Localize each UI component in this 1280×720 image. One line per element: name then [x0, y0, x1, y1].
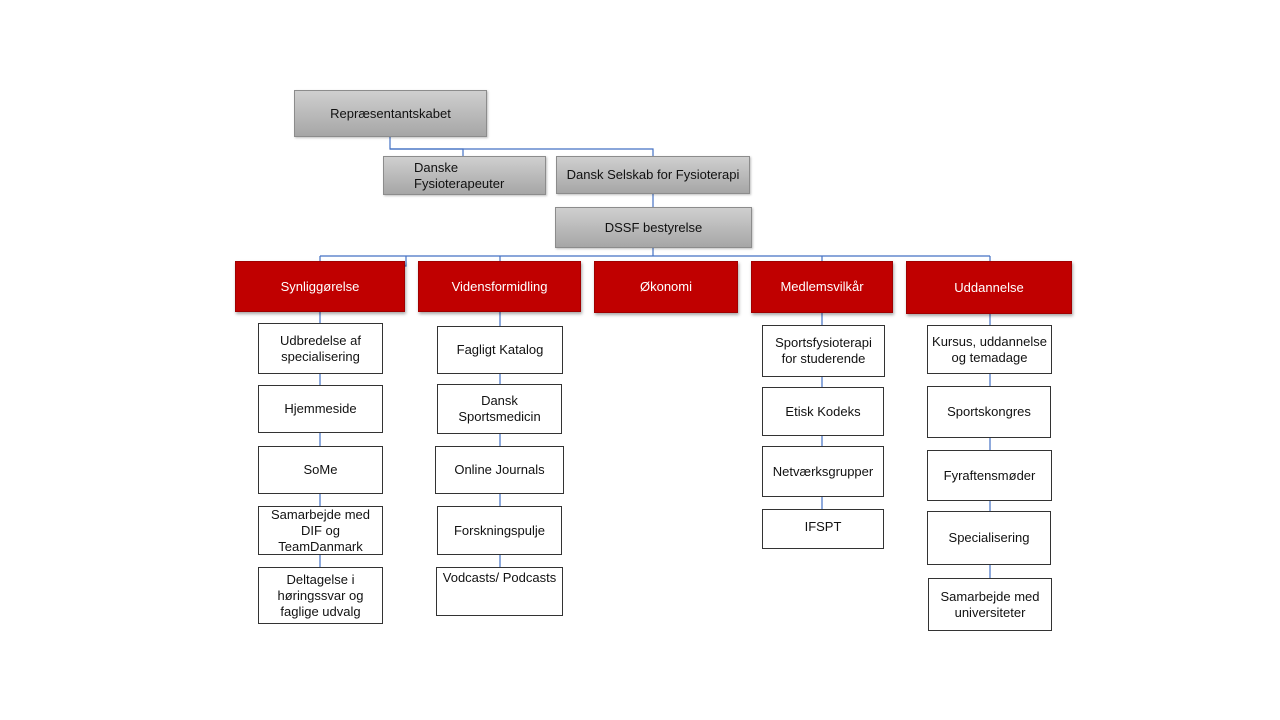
item-box: SoMe [258, 446, 383, 494]
item-box: Samarbejde med DIF og TeamDanmark [258, 506, 383, 555]
area-vidensformidling: Vidensformidling [418, 261, 581, 312]
area-synliggorelse: Synliggørelse [235, 261, 405, 312]
item-box: Sportskongres [927, 386, 1051, 438]
item-box: Fagligt Katalog [437, 326, 563, 374]
item-box: Udbredelse af specialisering [258, 323, 383, 374]
dssf-bestyrelse-box: DSSF bestyrelse [555, 207, 752, 248]
item-box: Deltagelse i høringssvar og faglige udva… [258, 567, 383, 624]
item-box: Specialisering [927, 511, 1051, 565]
item-box: Dansk Sportsmedicin [437, 384, 562, 434]
item-box: Samarbejde med universiteter [928, 578, 1052, 631]
item-box: Kursus, uddannelse og temadage [927, 325, 1052, 374]
item-box: Forskningspulje [437, 506, 562, 555]
danske-fysioterapeuter-box: Danske Fysioterapeuter [383, 156, 546, 195]
item-box: Online Journals [435, 446, 564, 494]
item-box: Netværksgrupper [762, 446, 884, 497]
area-okonomi: Økonomi [594, 261, 738, 313]
area-uddannelse: Uddannelse [906, 261, 1072, 314]
connector-line [390, 148, 654, 156]
item-box: IFSPT [762, 509, 884, 549]
item-box: Vodcasts/ Podcasts [436, 567, 563, 616]
item-box: Hjemmeside [258, 385, 383, 433]
area-medlemsvilkar: Medlemsvilkår [751, 261, 893, 313]
dssf-box: Dansk Selskab for Fysioterapi [556, 156, 750, 194]
representantskabet-box: Repræsentantskabet [294, 90, 487, 137]
item-box: Fyraftensmøder [927, 450, 1052, 501]
item-box: Sportsfysioterapi for studerende [762, 325, 885, 377]
item-box: Etisk Kodeks [762, 387, 884, 436]
